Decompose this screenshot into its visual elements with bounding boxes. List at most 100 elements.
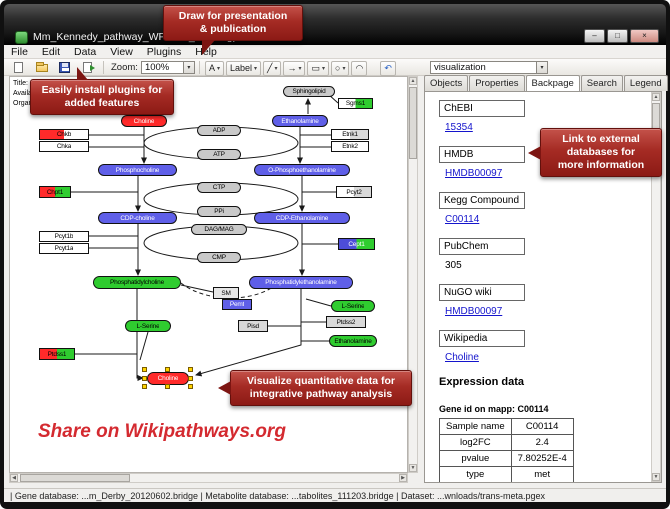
pathway-node-pcyt1b[interactable]: Pcyt1b <box>39 231 89 242</box>
datanode-tool-button[interactable]: A▾ <box>204 60 224 76</box>
pathway-node-etnk1[interactable]: Etnk1 <box>331 129 369 140</box>
scroll-up-icon[interactable]: ▲ <box>409 77 417 85</box>
zoom-select[interactable]: 100% ▾ <box>140 60 195 74</box>
pathway-node-cept1[interactable]: Cept1 <box>338 238 375 250</box>
scroll-left-icon[interactable]: ◀ <box>10 474 18 482</box>
pathway-node-ptdss1[interactable]: Ptdss1 <box>39 348 75 360</box>
expression-table-cell: Sample name <box>439 418 512 435</box>
pathway-node-pisd[interactable]: Pisd <box>238 320 268 332</box>
selection-handle[interactable] <box>165 367 170 372</box>
pathway-node-chka[interactable]: Chka <box>39 141 89 152</box>
backpage-value: C00114 <box>445 214 661 225</box>
scrollbar-track[interactable] <box>409 85 417 464</box>
pathway-node-l-serine-right[interactable]: L-Serine <box>331 300 375 312</box>
pathway-node-pemt[interactable]: Pemt <box>222 299 252 310</box>
pathway-node-ppi[interactable]: PPi <box>197 206 241 217</box>
selection-handle[interactable] <box>188 367 193 372</box>
callout-line: more information <box>557 159 645 171</box>
pathway-node-phosphatidylethanolamine[interactable]: Phosphatidylethanolamine <box>249 276 353 289</box>
title-bar: Mm_Kennedy_pathway_WP1771_45176.gpml – □… <box>4 4 666 45</box>
selection-handle[interactable] <box>188 384 193 389</box>
menu-file[interactable]: File <box>11 45 28 58</box>
selection-handle[interactable] <box>142 384 147 389</box>
node-label: CTP <box>212 184 226 191</box>
new-pathway-button[interactable] <box>8 60 29 75</box>
pathway-node-ctp[interactable]: CTP <box>197 182 241 193</box>
scroll-down-icon[interactable]: ▼ <box>652 473 660 481</box>
callout-arrow <box>202 40 215 55</box>
visualization-select[interactable]: visualization ▾ <box>430 61 548 74</box>
chevron-down-icon[interactable]: ▾ <box>536 62 547 73</box>
maximize-button[interactable]: □ <box>607 29 628 43</box>
scrollbar-thumb[interactable] <box>20 474 130 482</box>
oval-tool-button[interactable]: ○▾ <box>331 60 350 76</box>
undo-tool-button[interactable]: ↶ <box>380 61 396 76</box>
arrow-tool-button[interactable]: →▾ <box>283 60 306 76</box>
line-tool-button[interactable]: ╱▾ <box>263 61 282 76</box>
wikipedia-value[interactable]: Choline <box>445 352 479 363</box>
tab-legend[interactable]: Legend <box>623 75 668 91</box>
pathway-node-ethanolamine-top[interactable]: Ethanolamine <box>272 115 328 127</box>
selection-handle[interactable] <box>142 375 147 381</box>
canvas-vertical-scrollbar[interactable]: ▲ ▼ <box>408 76 418 473</box>
tab-search[interactable]: Search <box>580 75 623 91</box>
hmdb-value[interactable]: HMDB00097 <box>445 168 503 179</box>
menu-view[interactable]: View <box>110 45 133 58</box>
menu-data[interactable]: Data <box>74 45 97 58</box>
pathway-node-dag-mag[interactable]: DAG/MAG <box>191 224 247 235</box>
kegg-compound-value[interactable]: C00114 <box>445 214 480 225</box>
pathway-node-choline-top[interactable]: Choline <box>121 115 167 127</box>
pathway-node-ptdss2[interactable]: Ptdss2 <box>326 316 366 328</box>
zoom-label: Zoom: <box>111 61 138 73</box>
chebi-value[interactable]: 15354 <box>445 122 473 133</box>
chevron-down-icon: ▾ <box>216 65 220 72</box>
pathway-node-o-phosphoethanolamine[interactable]: O-Phosphoethanolamine <box>254 164 350 176</box>
pathway-node-etnk2[interactable]: Etnk2 <box>331 141 369 152</box>
scroll-down-icon[interactable]: ▼ <box>409 464 417 472</box>
backpage-value: HMDB00097 <box>445 168 661 179</box>
pathway-node-cmp[interactable]: CMP <box>197 252 241 263</box>
tab-objects[interactable]: Objects <box>424 75 469 91</box>
pathway-node-ethanolamine-bottom[interactable]: Ethanolamine <box>329 335 377 347</box>
pathway-canvas[interactable]: Title:Availability:Organism: Sphingolipi… <box>9 76 408 473</box>
pathway-node-atp[interactable]: ATP <box>197 149 241 160</box>
tab-backpage[interactable]: Backpage <box>525 75 580 92</box>
pathway-node-adp[interactable]: ADP <box>197 125 241 136</box>
nugo-wiki-value[interactable]: HMDB00097 <box>445 306 503 317</box>
pathway-node-sm[interactable]: SM <box>213 287 239 299</box>
pathway-node-phosphatidylcholine[interactable]: Phosphatidylcholine <box>93 276 181 289</box>
canvas-horizontal-scrollbar[interactable]: ◀ ▶ <box>9 473 408 483</box>
label-tool-button[interactable]: Label▾ <box>225 60 262 76</box>
pathway-node-cdp-choline[interactable]: CDP-choline <box>98 212 177 224</box>
selection-handle[interactable] <box>142 367 147 372</box>
scrollbar-thumb[interactable] <box>409 87 417 159</box>
pathway-node-l-serine-left[interactable]: L-Serine <box>125 320 171 332</box>
share-on-wikipathways-text: Share on Wikipathways.org <box>38 421 286 442</box>
expression-data-title: Expression data <box>439 376 524 388</box>
pathway-node-pcyt1a[interactable]: Pcyt1a <box>39 243 89 254</box>
tab-properties[interactable]: Properties <box>469 75 525 91</box>
pathway-node-cdp-ethanolamine[interactable]: CDP-Ethanolamine <box>254 212 350 224</box>
node-label: Ethanolamine <box>334 337 372 345</box>
pathway-node-sgms1[interactable]: Sgms1 <box>338 98 373 109</box>
menu-plugins[interactable]: Plugins <box>146 45 182 58</box>
open-pathway-button[interactable] <box>31 60 52 75</box>
chevron-down-icon[interactable]: ▾ <box>182 61 194 73</box>
save-pathway-button[interactable] <box>54 60 75 75</box>
scrollbar-track[interactable] <box>18 474 399 482</box>
node-label: DAG/MAG <box>204 226 234 233</box>
pathway-node-sphingolipid[interactable]: Sphingolipid <box>283 86 335 97</box>
minimize-button[interactable]: – <box>584 29 605 43</box>
scroll-right-icon[interactable]: ▶ <box>399 474 407 482</box>
selection-handle[interactable] <box>165 384 170 389</box>
selection-handle[interactable] <box>188 375 193 381</box>
menu-edit[interactable]: Edit <box>41 45 61 58</box>
pathway-node-chpt1[interactable]: Chpt1 <box>39 186 71 198</box>
scroll-up-icon[interactable]: ▲ <box>652 93 660 101</box>
pathway-node-phosphocholine[interactable]: Phosphocholine <box>98 164 177 176</box>
close-button[interactable]: × <box>630 29 659 43</box>
arc-tool-button[interactable]: ◠ <box>351 61 368 76</box>
pathway-node-chkb[interactable]: Chkb <box>39 129 89 140</box>
pathway-node-pcyt2[interactable]: Pcyt2 <box>336 186 372 198</box>
rect-tool-button[interactable]: ▭▾ <box>307 61 329 76</box>
